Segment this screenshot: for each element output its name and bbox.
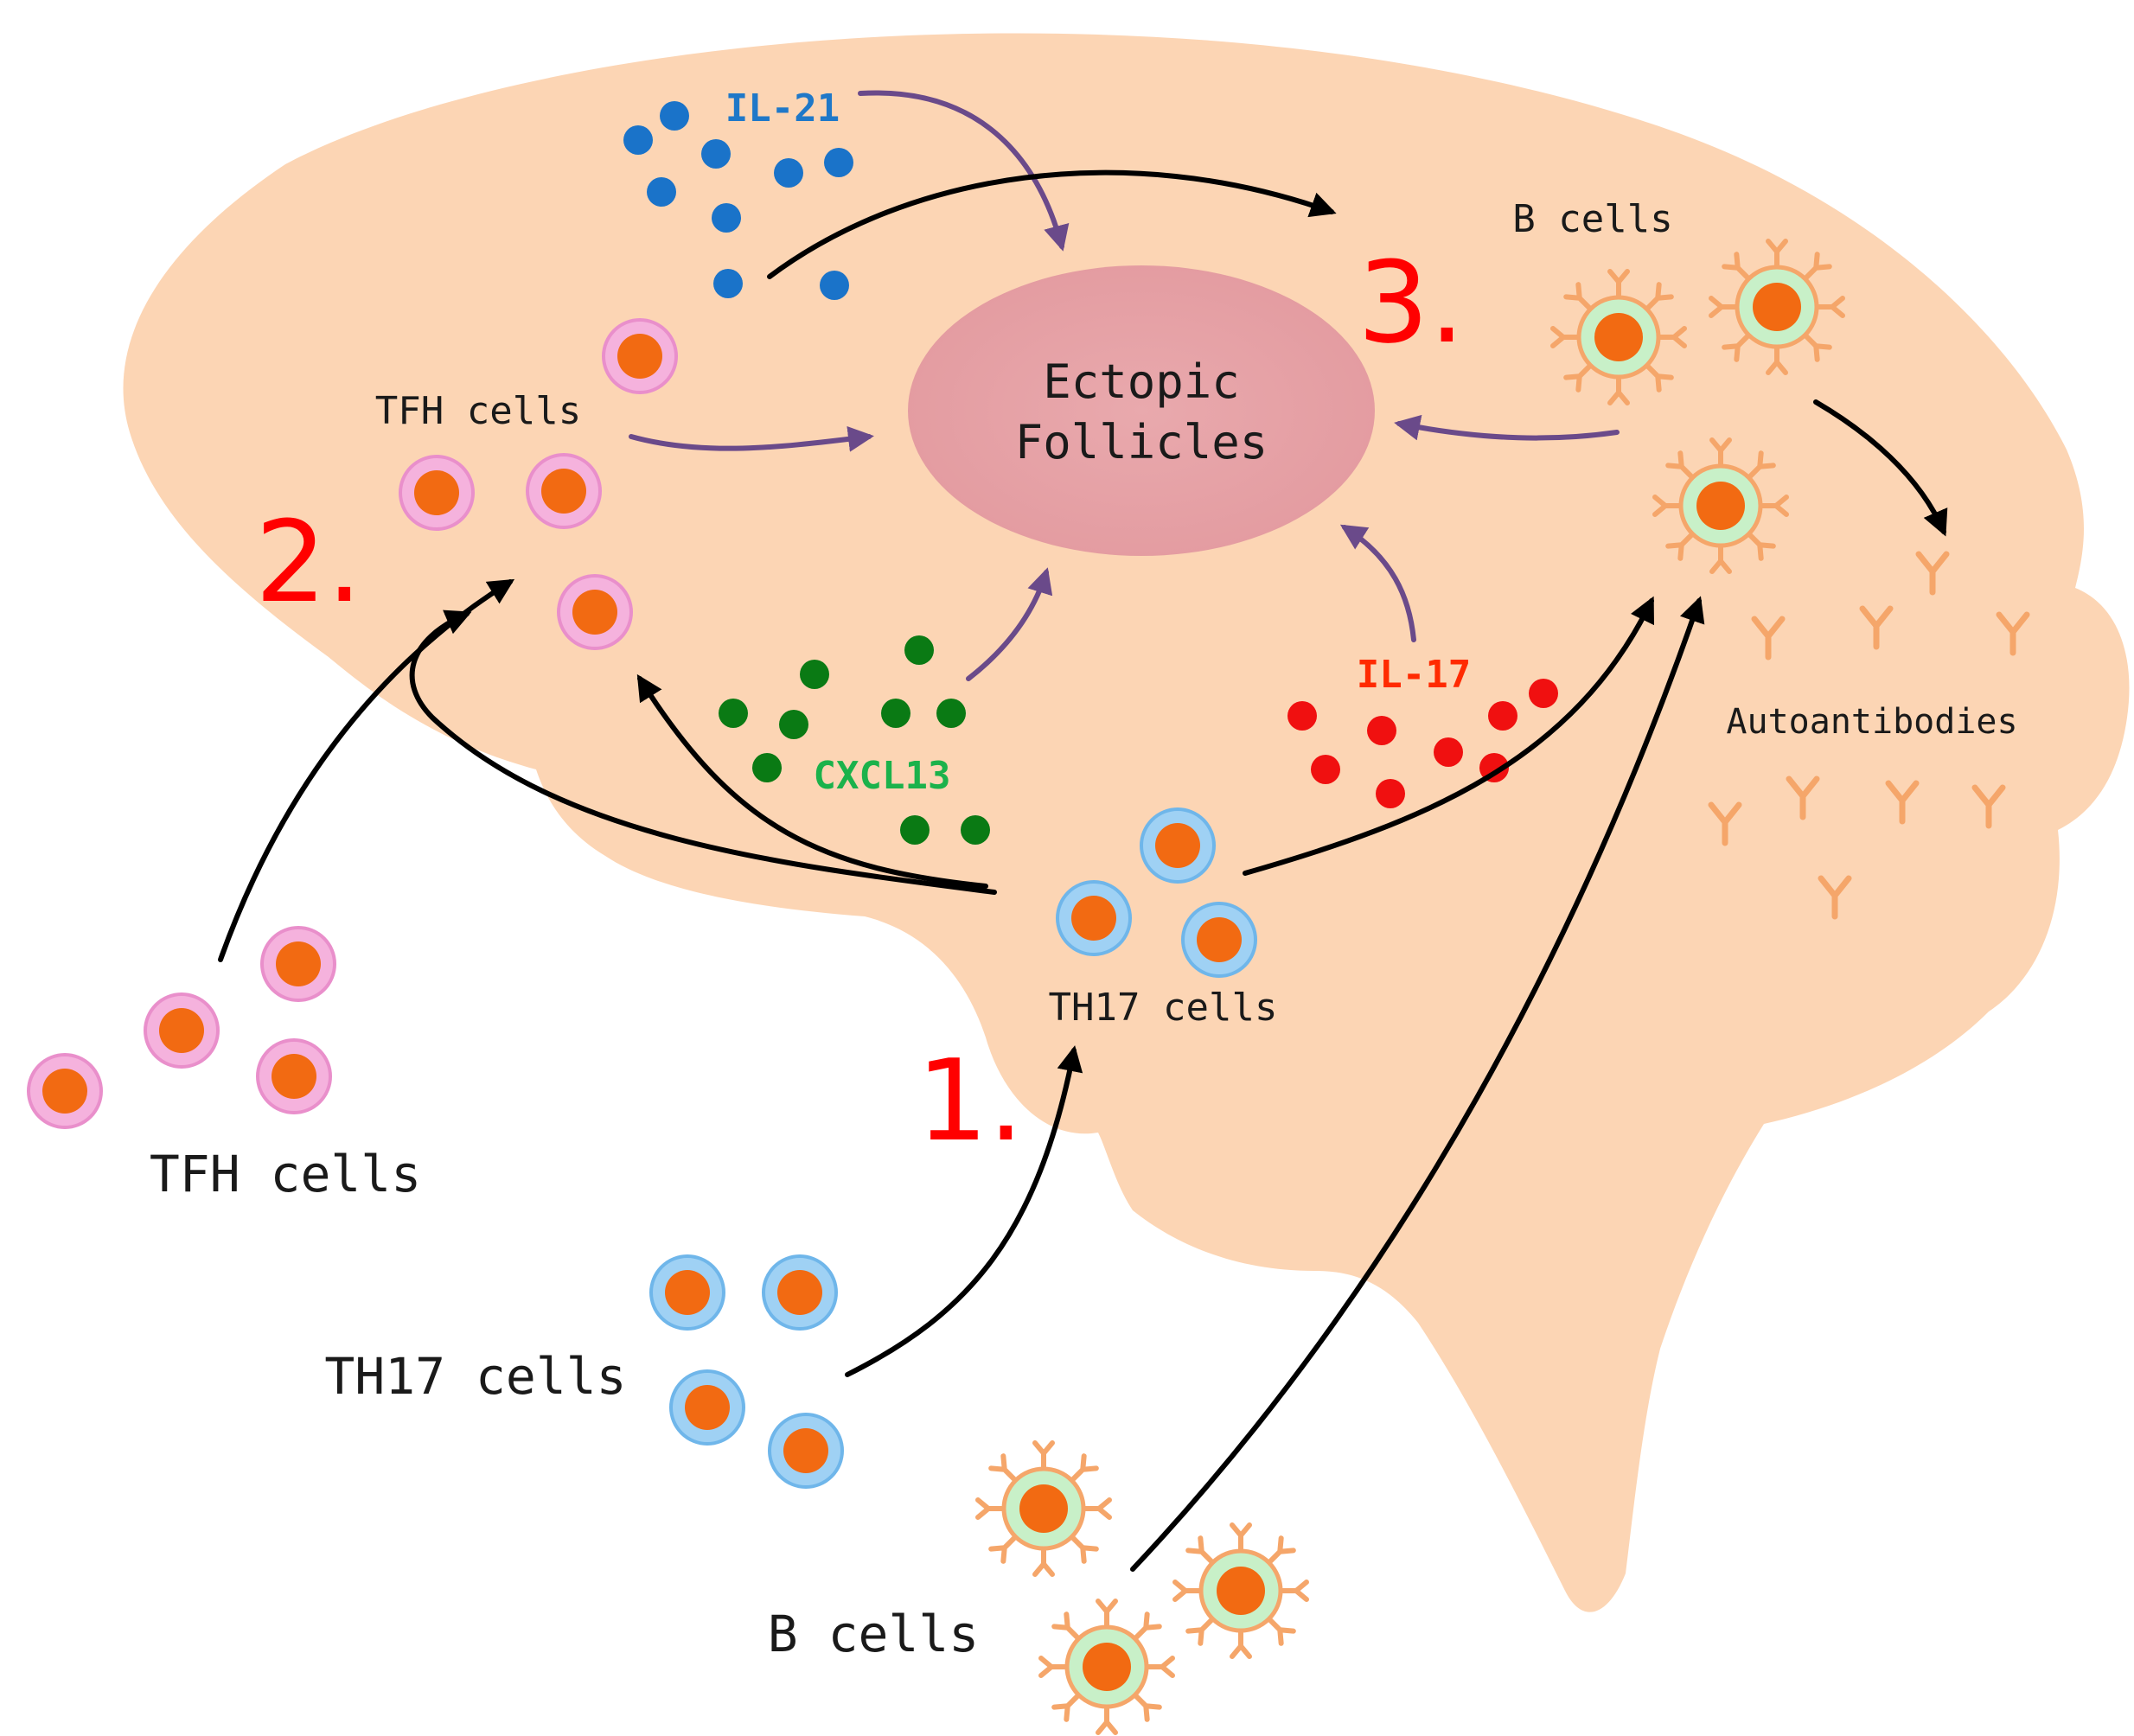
step-1: 1. [917, 1035, 1024, 1166]
brain-outline [123, 33, 2130, 1612]
cxcl13-label: CXCL13 [814, 754, 951, 798]
b-brain-label: B cells [1512, 197, 1672, 241]
th17-outside-label: TH17 cells [324, 1347, 626, 1406]
follicles-label-line1: Ectopic [1043, 354, 1240, 409]
il21-label: IL-21 [725, 86, 840, 131]
tfh-cells-outside [27, 926, 336, 1129]
th17-brain-label: TH17 cells [1049, 986, 1278, 1030]
black-arrows [218, 169, 1948, 1572]
ectopic-follicles [908, 265, 1375, 556]
il17-label: IL-17 [1357, 653, 1471, 697]
il21-cytokines [623, 101, 853, 300]
arrow-il21-to-follicles [858, 90, 1070, 252]
arrow-th17-to-bcells [1243, 596, 1654, 876]
il17-cytokines [1287, 679, 1558, 808]
arrow-il17-to-follicles [1339, 524, 1416, 642]
arrow-cxcl13-to-follicles [966, 567, 1053, 681]
step-2: 2. [255, 496, 362, 628]
arrow-bcells-enter-brain [1130, 596, 1705, 1572]
th17-cells-outside [649, 1254, 844, 1489]
arrow-il21-to-bcells [767, 169, 1337, 279]
step-3: 3. [1358, 237, 1465, 368]
purple-arrows [629, 90, 1620, 681]
b-outside-label: B cells [768, 1605, 979, 1663]
arrow-bcells-to-follicles [1394, 414, 1620, 441]
tfh-outside-label: TFH cells [150, 1145, 421, 1203]
autoantibodies-label: Autoantibodies [1726, 702, 2017, 742]
arrow-th17-to-tfh [636, 673, 988, 889]
b-cells-outside [978, 1443, 1307, 1733]
arrow-bcells-to-autoantibodies [1813, 399, 1948, 537]
arrow-tfh-to-follicles [629, 425, 874, 452]
arrow-th17-enter-brain [845, 1045, 1083, 1377]
arrow-th17-to-tfh-region [409, 610, 997, 895]
follicles-label-line2: Follicles [1015, 415, 1268, 469]
cxcl13-cytokines [719, 635, 990, 845]
tfh-brain-label: TFH cells [375, 389, 581, 433]
